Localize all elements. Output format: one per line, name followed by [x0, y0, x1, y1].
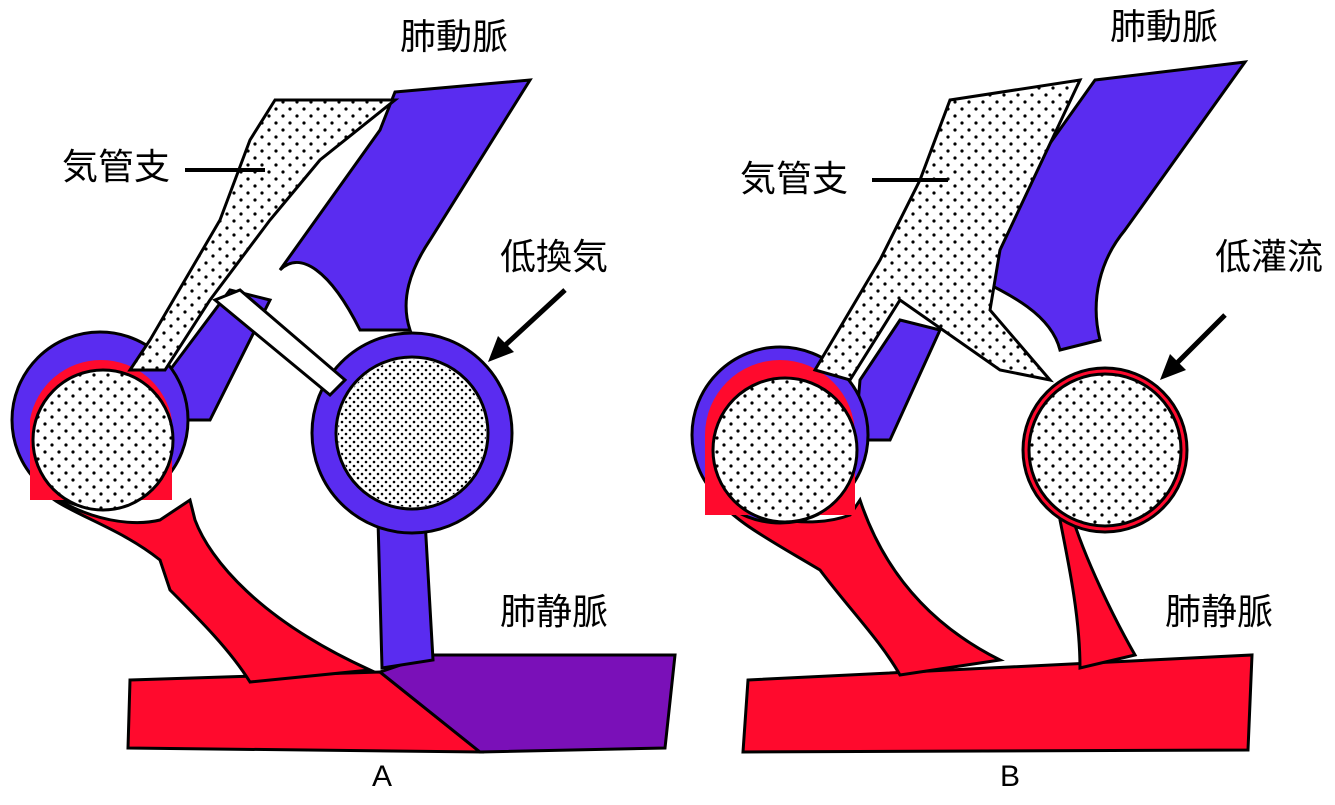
alveolus-left-b-air	[713, 378, 857, 522]
label-bronchus-a: 気管支	[62, 150, 170, 186]
panel-letter-a: A	[372, 762, 392, 792]
label-pulmonary-artery-a: 肺動脈	[400, 20, 508, 56]
arrow-b-shaft	[1172, 315, 1225, 368]
venule-right-b	[1060, 510, 1135, 668]
alveolus-left-a-air	[33, 370, 173, 510]
label-pulmonary-vein-a: 肺静脈	[500, 595, 608, 631]
pulmonary-vein-b	[743, 655, 1252, 752]
alveolus-right-b-air	[1029, 374, 1181, 526]
label-condition-b: 低灌流	[1215, 240, 1323, 276]
venule-left-a	[35, 480, 370, 682]
label-condition-a: 低換気	[500, 240, 608, 276]
label-bronchus-b: 気管支	[740, 162, 848, 198]
venule-right-a	[378, 520, 433, 668]
panel-letter-b: B	[1000, 762, 1020, 792]
label-pulmonary-vein-b: 肺静脈	[1165, 595, 1273, 631]
arrow-a-shaft	[500, 290, 565, 350]
label-pulmonary-artery-b: 肺動脈	[1110, 10, 1218, 46]
alveolus-right-a-air	[338, 359, 486, 507]
